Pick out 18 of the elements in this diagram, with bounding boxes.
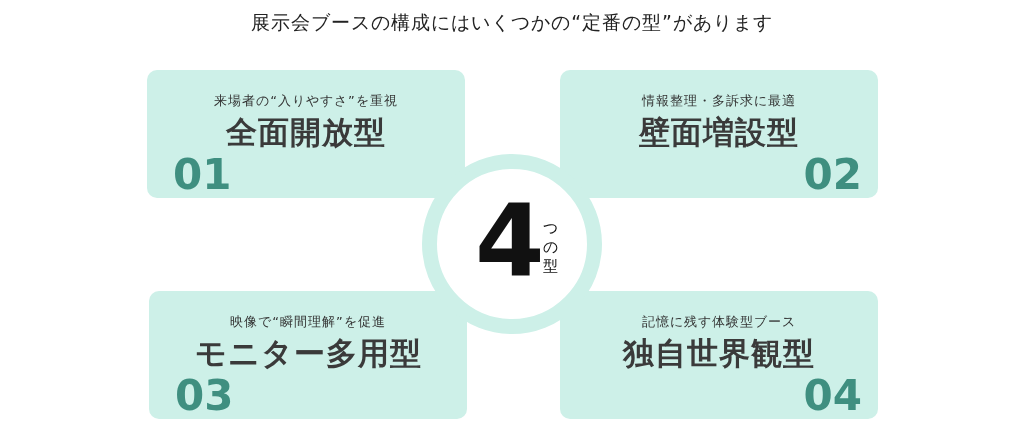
type-card [560,70,878,198]
type-card [147,70,465,198]
card-number: 04 [803,375,862,417]
card-title: 壁面増設型 [638,113,800,152]
card-number: 01 [173,154,232,196]
card-number: 03 [175,375,234,417]
card-title: 全面開放型 [225,113,387,152]
type-card [149,291,467,419]
card-title: 独自世界観型 [621,334,816,373]
type-card [560,291,878,419]
card-subtitle: 情報整理・多訴求に最適 [641,92,797,110]
card-subtitle: 来場者の“入りやすさ”を重視 [213,92,399,110]
card-number: 02 [803,154,862,196]
card-subtitle: 記憶に残す体験型ブース [641,313,797,331]
card-title: モニター多用型 [193,334,423,373]
heading: 展示会ブースの構成にはいくつかの“定番の型”があります [250,10,774,35]
card-subtitle: 映像で“瞬間理解”を促進 [229,313,387,331]
vertical-caption: つの型 [543,219,559,276]
